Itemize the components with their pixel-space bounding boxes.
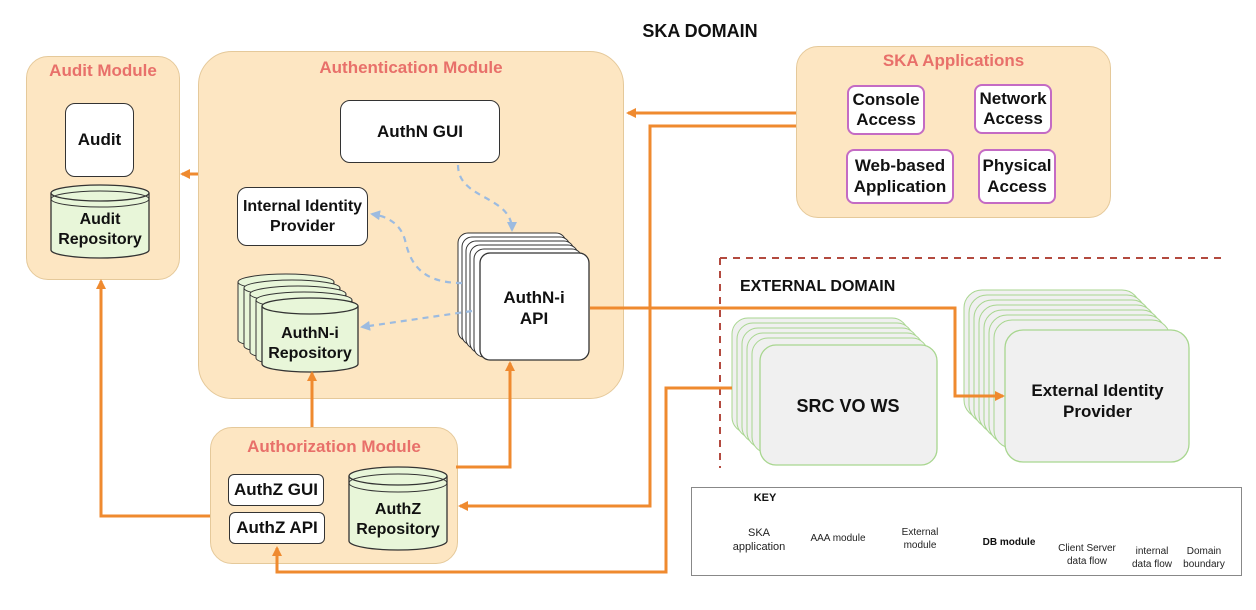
- console-access-box: Console Access: [847, 85, 925, 135]
- flow-apps-to-authz: [458, 124, 796, 511]
- authn-repository-stack: [237, 273, 359, 373]
- src-vo-ws-label: SRC VO WS: [796, 396, 900, 416]
- authn-api-label: AuthN-i API: [503, 288, 565, 329]
- key-aaa-module-label: AAA module: [810, 533, 866, 544]
- audit-repository-label: Audit Repository: [58, 211, 142, 248]
- web-based-application-box: Web-based Application: [846, 149, 954, 204]
- authz-repository-cylinder: [348, 466, 448, 551]
- authn-api-stack: [457, 232, 590, 361]
- key-ska-application-label: SKA application: [732, 527, 786, 553]
- authz-api-box: AuthZ API: [229, 512, 325, 544]
- external-domain-label: EXTERNAL DOMAIN: [740, 278, 896, 295]
- legend-key: [691, 487, 1242, 576]
- key-domain-boundary-label: Domain boundary: [1183, 546, 1225, 570]
- flow-api-to-idp: [370, 210, 463, 285]
- authz-gui-box: AuthZ GUI: [228, 474, 324, 506]
- flow-authz-to-audit: [96, 279, 210, 518]
- authn-repository-label: AuthN-i Repository: [268, 325, 352, 362]
- flow-api-to-external-idp: [590, 306, 1005, 401]
- external-idp-stack: [963, 289, 1190, 463]
- flow-src-to-authz-api: [272, 386, 732, 574]
- authorization-module-title: Authorization Module: [247, 437, 421, 456]
- authz-repository-label: AuthZ Repository: [356, 501, 440, 538]
- key-db-module-label: DB module: [982, 537, 1036, 548]
- authn-gui-box: AuthN GUI: [340, 100, 500, 163]
- audit-box: Audit: [65, 103, 134, 177]
- src-vo-ws-stack: [731, 317, 938, 466]
- internal-idp-box: Internal Identity Provider: [237, 187, 368, 246]
- ska-applications-title: SKA Applications: [882, 51, 1025, 70]
- flow-gui-to-api: [456, 164, 517, 232]
- key-title: KEY: [753, 492, 777, 504]
- flow-api-to-repo: [360, 309, 473, 331]
- audit-repository-cylinder: [50, 184, 150, 259]
- external-idp-label: External Identity Provider: [1031, 381, 1164, 422]
- authentication-module-title: Authentication Module: [319, 58, 503, 77]
- diagram-title: SKA DOMAIN: [642, 21, 758, 41]
- network-access-box: Network Access: [974, 84, 1052, 134]
- key-client-server-label: Client Server data flow: [1058, 543, 1116, 567]
- physical-access-box: Physical Access: [978, 149, 1056, 204]
- audit-module-title: Audit Module: [49, 61, 157, 80]
- key-internal-label: internal data flow: [1131, 546, 1173, 570]
- domain-boundary: [719, 257, 1222, 468]
- flow-authz-to-authn-api: [456, 361, 515, 469]
- key-external-module-label: External module: [901, 527, 939, 551]
